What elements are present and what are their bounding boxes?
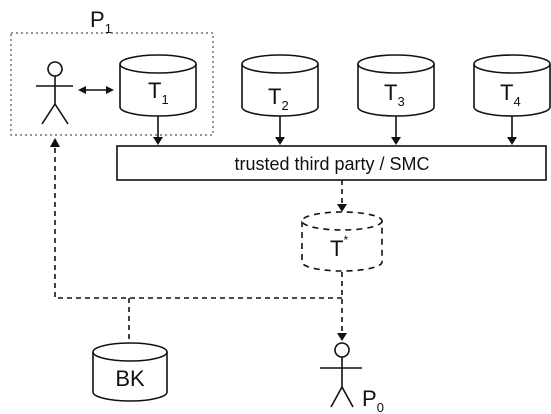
bidirectional-arrow (78, 86, 114, 94)
t4-database-icon (473, 54, 551, 117)
t4-label: T4 (500, 80, 521, 109)
feedback-to-p1-arrow (50, 138, 342, 299)
db-to-ttp-arrows (153, 116, 517, 145)
ttp-label: trusted third party / SMC (234, 154, 429, 174)
p1-dotted-boundary (10, 32, 214, 136)
t2-label: T2 (268, 84, 289, 113)
p1-person-icon (36, 61, 73, 125)
bk-database-icon (92, 342, 168, 402)
t3-database-icon (357, 54, 435, 117)
ttp-to-tstar-arrow (337, 180, 347, 212)
tstar-label: T* (330, 233, 348, 261)
p1-label: P1 (90, 7, 112, 36)
p0-label: P0 (362, 386, 384, 414)
p0-person-icon (320, 342, 362, 408)
tstar-to-p0-arrow (337, 272, 347, 341)
t1-label: T1 (148, 78, 169, 107)
t3-label: T3 (384, 80, 405, 109)
tstar-database-icon (301, 211, 383, 272)
bk-label: BK (115, 366, 145, 391)
ttp-box (116, 145, 547, 181)
